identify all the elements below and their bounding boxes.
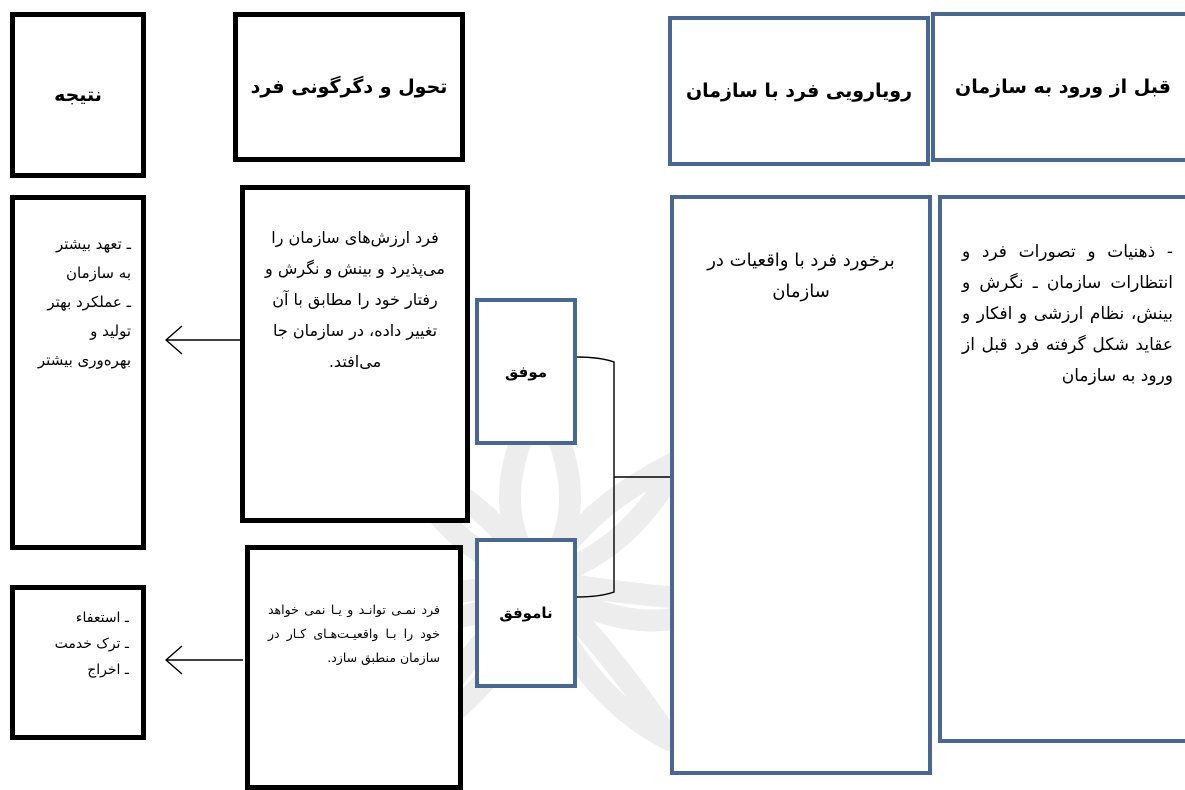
encounter-text: برخورد فرد با واقعیات در سازمان <box>707 250 895 302</box>
header-result-label: نتیجه <box>54 84 102 106</box>
outcome-failure-box: ناموفق <box>475 538 577 688</box>
header-before-entry: قبل از ورود به سازمان <box>931 12 1185 162</box>
result-failure-line: ـ ترک خدمت <box>54 636 129 652</box>
transformation-failure-box: فرد نمـی توانـد و یـا نمی خواهد خود را ب… <box>245 545 463 790</box>
header-transformation: تحول و دگرگونی فرد <box>233 12 465 162</box>
result-failure-line: ـ استعفاء <box>75 610 129 626</box>
header-result: نتیجه <box>10 12 146 178</box>
result-success-box: ـ تعهد بیشتر به سازمان ـ عملکرد بهتر تول… <box>10 195 146 550</box>
header-encounter: رویارویی فرد با سازمان <box>668 16 930 166</box>
result-failure-box: ـ استعفاء ـ ترک خدمت ـ اخراج <box>10 585 146 740</box>
encounter-box: برخورد فرد با واقعیات در سازمان <box>670 195 932 775</box>
header-before-entry-label: قبل از ورود به سازمان <box>955 76 1171 98</box>
header-transformation-label: تحول و دگرگونی فرد <box>250 76 448 98</box>
outcome-success-label: موفق <box>504 362 548 381</box>
before-entry-box: - ذهنیات و تصورات فرد و انتظارات سازمان … <box>938 195 1185 743</box>
result-success-line: بهره‌وری بیشتر <box>37 351 131 369</box>
result-success-line: ـ عملکرد بهتر <box>47 293 131 311</box>
transformation-failure-text: فرد نمـی توانـد و یـا نمی خواهد خود را ب… <box>268 602 440 665</box>
header-encounter-label: رویارویی فرد با سازمان <box>685 80 913 102</box>
result-success-line: تولید و <box>90 322 131 340</box>
result-failure-line: ـ اخراج <box>87 662 129 678</box>
transformation-success-text: فرد ارزش‌های سازمان را می‌پذیرد و بینش و… <box>265 228 445 371</box>
transformation-success-box: فرد ارزش‌های سازمان را می‌پذیرد و بینش و… <box>240 185 470 523</box>
result-success-line: ـ تعهد بیشتر <box>55 235 131 253</box>
outcome-failure-label: ناموفق <box>499 604 553 622</box>
before-entry-text: - ذهنیات و تصورات فرد و انتظارات سازمان … <box>962 242 1173 386</box>
outcome-success-box: موفق <box>475 298 577 445</box>
result-success-line: به سازمان <box>66 264 131 282</box>
